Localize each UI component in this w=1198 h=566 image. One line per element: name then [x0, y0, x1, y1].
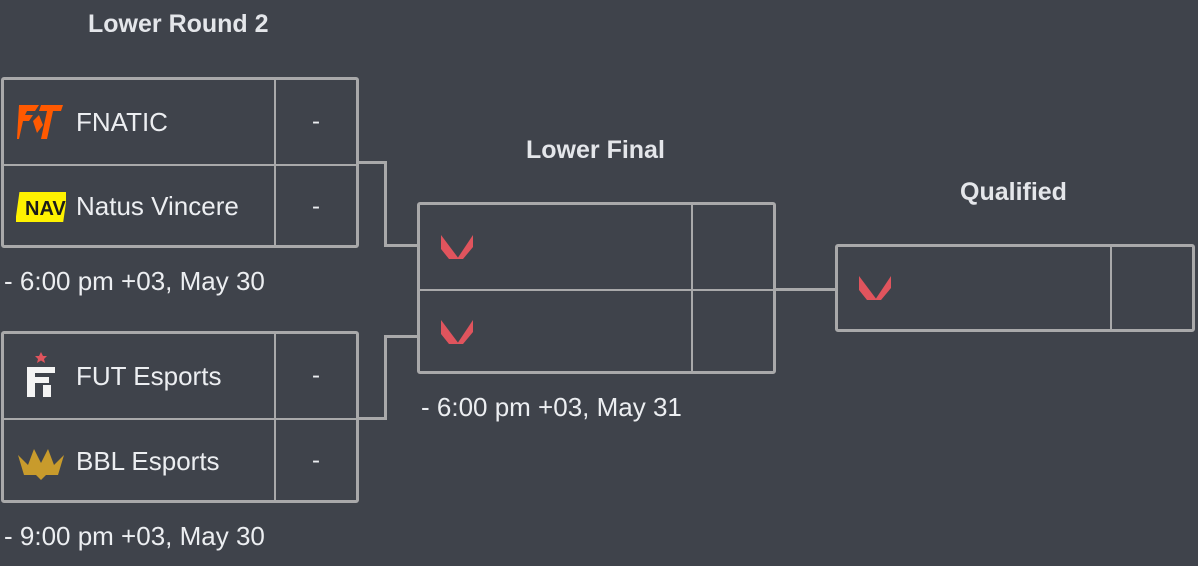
team-name: Natus Vincere [76, 191, 239, 221]
team-score [691, 205, 773, 289]
valorant-logo-icon [432, 227, 482, 267]
team-score [1110, 247, 1192, 329]
team-name: FUT Esports [76, 360, 222, 391]
round-title-qualified: Qualified [960, 178, 1067, 206]
valorant-logo-icon [850, 268, 900, 308]
fut-logo-icon [16, 352, 66, 397]
team-row-tbd[interactable] [420, 289, 773, 373]
svg-text:NAVI: NAVI [25, 198, 66, 220]
team-name: FNATIC [76, 106, 168, 137]
round-title-lower-final: Lower Final [526, 136, 665, 164]
team-name: BBL Esports [76, 445, 220, 476]
team-row-natus-vincere[interactable]: NAVI Natus Vincere - [4, 164, 356, 247]
team-score: - [274, 334, 356, 418]
bracket-connector [774, 288, 838, 291]
team-row-tbd[interactable] [420, 205, 773, 289]
team-score: - [274, 166, 356, 247]
bracket-connector [357, 161, 387, 247]
qualified-slot[interactable] [835, 244, 1195, 332]
bbl-logo-icon [16, 441, 66, 481]
team-row-fnatic[interactable]: FNATIC - [4, 80, 356, 164]
match-time: - 6:00 pm +03, May 31 [421, 392, 682, 422]
team-row-fut-esports[interactable]: FUT Esports - [4, 334, 356, 418]
match-time: - 6:00 pm +03, May 30 [4, 266, 265, 296]
match-card-lower-final[interactable] [417, 202, 776, 374]
team-row-bbl-esports[interactable]: BBL Esports - [4, 418, 356, 502]
match-time: - 9:00 pm +03, May 30 [4, 521, 265, 551]
round-title-lower-round-2: Lower Round 2 [88, 10, 269, 38]
team-row-tbd[interactable] [838, 247, 1192, 329]
bracket-connector [384, 335, 419, 338]
team-score: - [274, 420, 356, 502]
team-score [691, 291, 773, 373]
fnatic-logo-icon [16, 102, 66, 142]
navi-logo-icon: NAVI [16, 187, 66, 227]
match-card-lower-round-2-2[interactable]: FUT Esports - BBL Esports - [1, 331, 359, 503]
team-score: - [274, 80, 356, 164]
bracket-connector [384, 244, 419, 247]
match-card-lower-round-2-1[interactable]: FNATIC - NAVI Natus Vincere - [1, 77, 359, 248]
valorant-logo-icon [432, 312, 482, 352]
bracket-connector [357, 335, 387, 420]
